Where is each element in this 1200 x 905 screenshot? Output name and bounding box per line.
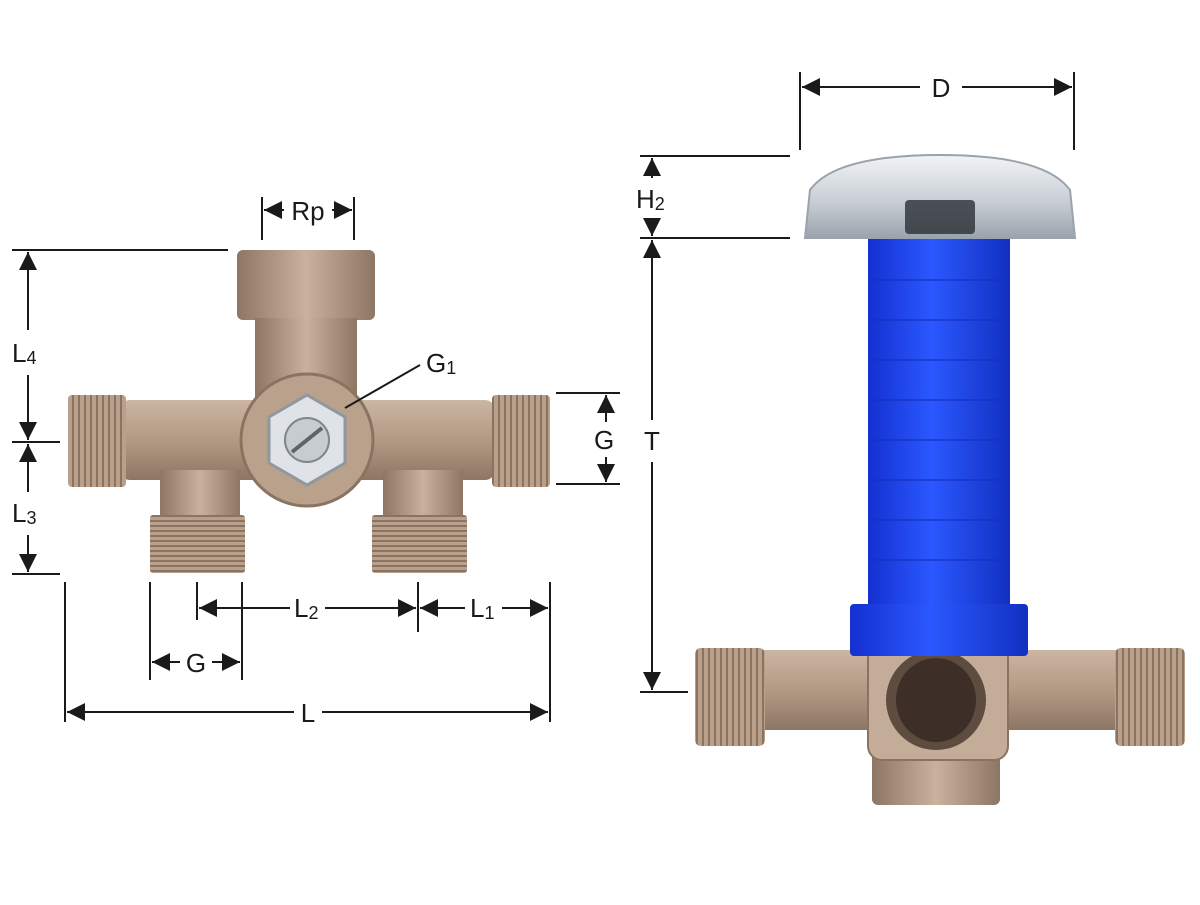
h2-label: H2 — [636, 184, 665, 214]
g1-leader — [344, 364, 421, 409]
left-dimension-labels: Rp G1 L4 L3 G L2 L1 G L — [12, 196, 614, 728]
l2-label: L2 — [294, 593, 318, 623]
g1-label: G1 — [426, 348, 456, 378]
l4-label-main: L — [12, 338, 26, 368]
side-left-thread — [695, 648, 765, 746]
l1-label: L1 — [470, 593, 494, 623]
l4-label: L4 — [12, 338, 36, 368]
bottom-outlet-left-thread — [150, 515, 245, 573]
side-port-inner — [896, 658, 976, 742]
rp-label: Rp — [291, 196, 324, 226]
bottom-outlet-right-neck — [383, 470, 463, 520]
right-dimension-labels: D H2 T — [636, 73, 950, 456]
g-bottom-label: G — [186, 648, 206, 678]
g1-label-sub: 1 — [446, 358, 456, 378]
h2-label-main: H — [636, 184, 655, 214]
l-label: L — [301, 698, 315, 728]
right-dimensions — [640, 72, 1075, 693]
blue-sleeve — [868, 232, 1010, 612]
t-label: T — [644, 426, 660, 456]
h2-label-sub: 2 — [655, 194, 665, 214]
l1-label-main: L — [470, 593, 484, 623]
side-right-thread — [1115, 648, 1185, 746]
left-valve-body — [68, 250, 550, 573]
l3-label: L3 — [12, 498, 36, 528]
l4-label-sub: 4 — [26, 348, 36, 368]
top-female-port — [237, 250, 375, 320]
blue-sleeve-collar — [850, 604, 1028, 656]
g-right-label: G — [594, 425, 614, 455]
bottom-outlet-left-neck — [160, 470, 240, 520]
sleeve-ribs — [868, 279, 1010, 561]
d-label: D — [932, 73, 951, 103]
screw-slot — [290, 426, 324, 454]
l2-label-main: L — [294, 593, 308, 623]
bottom-outlet-right-thread — [372, 515, 467, 573]
l3-label-sub: 3 — [26, 508, 36, 528]
left-threaded-end — [68, 395, 126, 487]
chrome-cap-highlight — [905, 200, 975, 234]
l1-label-sub: 1 — [484, 603, 494, 623]
l3-label-main: L — [12, 498, 26, 528]
left-dimensions — [12, 197, 620, 722]
g1-label-main: G — [426, 348, 446, 378]
right-valve-body — [695, 153, 1185, 805]
l2-label-sub: 2 — [308, 603, 318, 623]
chrome-cap — [803, 153, 1077, 239]
right-threaded-end — [492, 395, 550, 487]
